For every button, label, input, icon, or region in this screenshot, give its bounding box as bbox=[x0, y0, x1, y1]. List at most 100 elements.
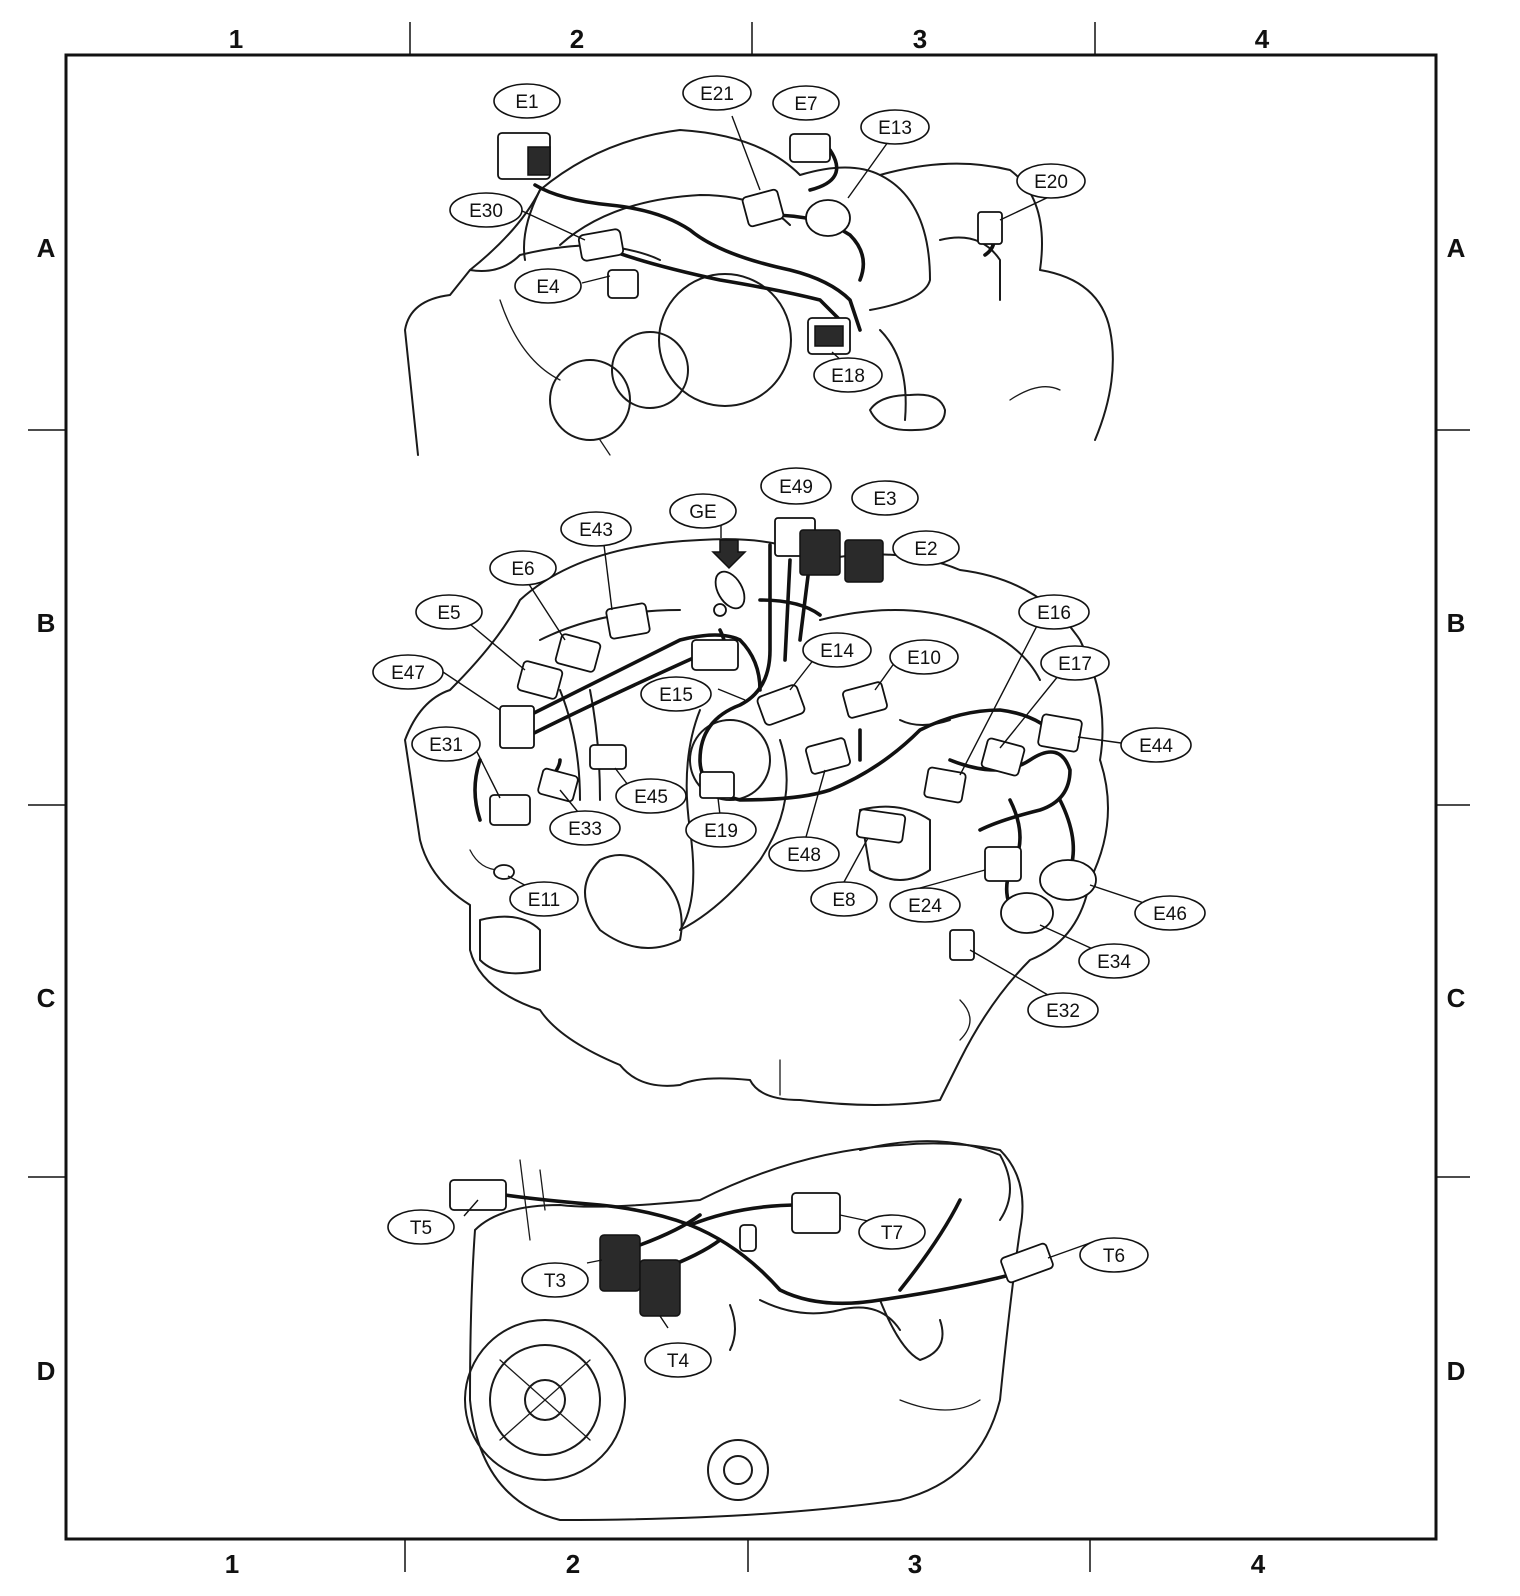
connector-body-e34 bbox=[1000, 892, 1054, 934]
connector-body-e30 bbox=[577, 228, 625, 262]
label-e13: E13 bbox=[878, 118, 912, 139]
connector-body-e6 bbox=[554, 633, 602, 673]
label-e5: E5 bbox=[437, 603, 460, 624]
connector-body-e32 bbox=[949, 929, 975, 961]
column-label-3: 3 bbox=[913, 24, 927, 54]
connector-pins-e1 bbox=[527, 146, 551, 176]
callout-e20[interactable]: E20 bbox=[1016, 163, 1086, 199]
callout-e2[interactable]: E2 bbox=[892, 530, 960, 566]
transmission-view bbox=[449, 1140, 1054, 1521]
label-e6: E6 bbox=[511, 559, 534, 580]
column-label-3-bottom: 3 bbox=[908, 1549, 922, 1579]
connector-body-e3 bbox=[799, 529, 841, 576]
callout-e17[interactable]: E17 bbox=[1040, 645, 1110, 681]
connector-body-e47 bbox=[499, 705, 535, 749]
connector-body-e8 bbox=[855, 808, 907, 844]
label-e2: E2 bbox=[914, 539, 937, 560]
connector-body-e24 bbox=[984, 846, 1022, 882]
callout-e24[interactable]: E24 bbox=[889, 887, 961, 923]
connector-body-e21 bbox=[741, 188, 785, 228]
label-t3: T3 bbox=[544, 1271, 566, 1292]
label-e3: E3 bbox=[873, 489, 896, 510]
label-e8: E8 bbox=[832, 890, 855, 911]
callout-e11[interactable]: E11 bbox=[509, 881, 579, 917]
label-e44: E44 bbox=[1139, 736, 1173, 757]
callout-leaders bbox=[436, 115, 1151, 1329]
callout-e49[interactable]: E49 bbox=[760, 467, 832, 505]
callout-e13[interactable]: E13 bbox=[860, 109, 930, 145]
callout-e8[interactable]: E8 bbox=[810, 881, 878, 917]
column-label-2-bottom: 2 bbox=[566, 1549, 580, 1579]
label-e21: E21 bbox=[700, 84, 734, 105]
callout-ge[interactable]: GE bbox=[669, 493, 737, 529]
callout-e44[interactable]: E44 bbox=[1120, 727, 1192, 763]
row-label-D: D bbox=[37, 1356, 56, 1386]
row-label-B-right: B bbox=[1447, 608, 1466, 638]
callout-e3[interactable]: E3 bbox=[851, 480, 919, 516]
callout-e33[interactable]: E33 bbox=[549, 810, 621, 846]
row-label-A-right: A bbox=[1447, 233, 1466, 263]
column-label-4: 4 bbox=[1255, 24, 1270, 54]
callout-e10[interactable]: E10 bbox=[889, 639, 959, 675]
connector-body-e45 bbox=[589, 744, 627, 770]
connector-body-e48 bbox=[805, 737, 851, 775]
callout-e18[interactable]: E18 bbox=[813, 357, 883, 393]
label-e31: E31 bbox=[429, 735, 463, 756]
connector-body-t5 bbox=[449, 1179, 507, 1211]
label-t5: T5 bbox=[410, 1218, 432, 1239]
connector-body-e31 bbox=[489, 794, 531, 826]
callout-e31[interactable]: E31 bbox=[411, 726, 481, 762]
connector-body-e16 bbox=[923, 766, 967, 804]
callout-e4[interactable]: E4 bbox=[514, 268, 582, 304]
callout-t4[interactable]: T4 bbox=[644, 1342, 712, 1378]
callout-e5[interactable]: E5 bbox=[415, 594, 483, 630]
callout-t6[interactable]: T6 bbox=[1079, 1237, 1149, 1273]
row-labels-left: A B C D bbox=[37, 233, 56, 1386]
callout-t3[interactable]: T3 bbox=[521, 1262, 589, 1298]
callout-t7[interactable]: T7 bbox=[858, 1214, 926, 1250]
column-labels-top: 1 2 3 4 bbox=[229, 24, 1270, 54]
connector-body-e15 bbox=[691, 639, 739, 671]
callout-e6[interactable]: E6 bbox=[489, 550, 557, 586]
callout-e7[interactable]: E7 bbox=[772, 85, 840, 121]
diagram-frame bbox=[28, 22, 1470, 1572]
row-label-C-right: C bbox=[1447, 983, 1466, 1013]
callout-e1[interactable]: E1 bbox=[493, 83, 561, 119]
callout-e43[interactable]: E43 bbox=[560, 511, 632, 547]
label-e4: E4 bbox=[536, 277, 560, 298]
callout-e19[interactable]: E19 bbox=[685, 812, 757, 848]
row-labels-right: A B C D bbox=[1447, 233, 1466, 1386]
label-e1: E1 bbox=[515, 92, 538, 113]
label-e34: E34 bbox=[1097, 952, 1131, 973]
callout-e16[interactable]: E16 bbox=[1018, 594, 1090, 630]
label-e14: E14 bbox=[820, 641, 854, 662]
label-e17: E17 bbox=[1058, 654, 1092, 675]
callout-e21[interactable]: E21 bbox=[682, 75, 752, 111]
harness-clip bbox=[739, 1224, 757, 1252]
column-label-1: 1 bbox=[229, 24, 243, 54]
connector-body-e14 bbox=[756, 684, 806, 726]
callout-e15[interactable]: E15 bbox=[640, 676, 712, 712]
column-label-4-bottom: 4 bbox=[1251, 1549, 1266, 1579]
callout-t5[interactable]: T5 bbox=[387, 1209, 455, 1245]
row-label-A: A bbox=[37, 233, 56, 263]
connector-body-e13 bbox=[805, 199, 851, 237]
connector-body-e2 bbox=[844, 539, 884, 583]
callout-e14[interactable]: E14 bbox=[802, 632, 872, 668]
column-label-2: 2 bbox=[570, 24, 584, 54]
connector-body-e11 bbox=[493, 864, 515, 880]
callout-e30[interactable]: E30 bbox=[449, 192, 523, 228]
connector-body-e4 bbox=[607, 269, 639, 299]
callout-e32[interactable]: E32 bbox=[1027, 992, 1099, 1028]
callout-e46[interactable]: E46 bbox=[1134, 895, 1206, 931]
callout-e48[interactable]: E48 bbox=[768, 836, 840, 872]
connector-body-e46 bbox=[1039, 859, 1097, 901]
callout-e34[interactable]: E34 bbox=[1078, 943, 1150, 979]
connector-body-e43 bbox=[605, 602, 651, 640]
label-e18: E18 bbox=[831, 366, 865, 387]
label-e30: E30 bbox=[469, 201, 503, 222]
ground-terminal-ge bbox=[711, 539, 747, 617]
callout-e47[interactable]: E47 bbox=[372, 654, 444, 690]
callout-e45[interactable]: E45 bbox=[615, 778, 687, 814]
